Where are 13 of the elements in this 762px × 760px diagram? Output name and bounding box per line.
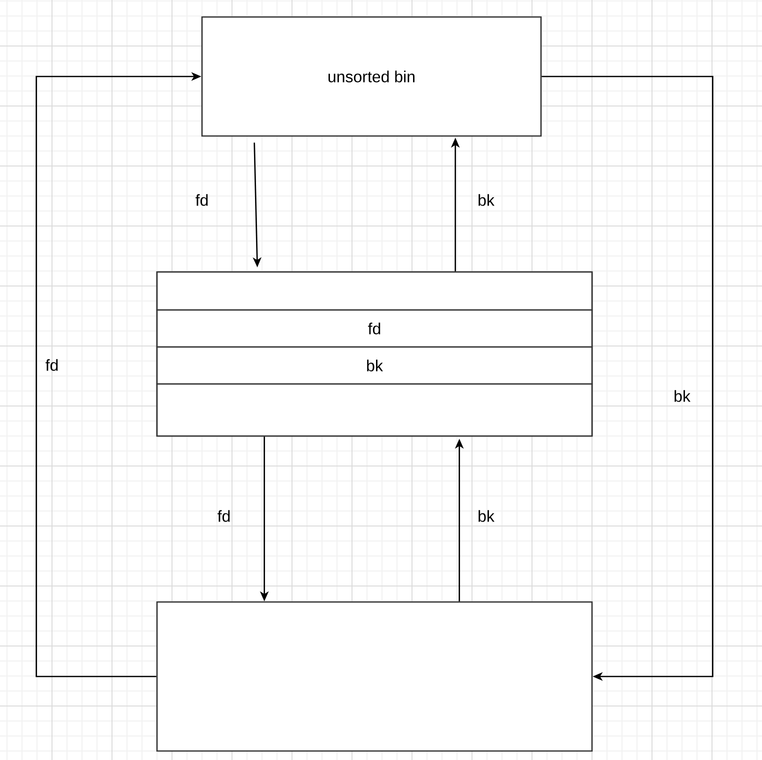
edge-label: bk	[674, 390, 690, 402]
chunk-row: bk	[156, 346, 593, 385]
edge-label: fd	[196, 194, 208, 206]
edge-label: fd	[46, 359, 58, 371]
edge-label: bk	[478, 194, 494, 206]
chunk-row	[156, 383, 593, 437]
arrow	[542, 76, 714, 681]
edge-label: fd	[218, 510, 230, 522]
chunk-row: fd	[156, 309, 593, 348]
bin-box: unsorted bin	[201, 16, 542, 137]
chunk-box	[156, 601, 593, 752]
chunk-row	[156, 271, 593, 311]
edge-label: bk	[478, 510, 494, 522]
